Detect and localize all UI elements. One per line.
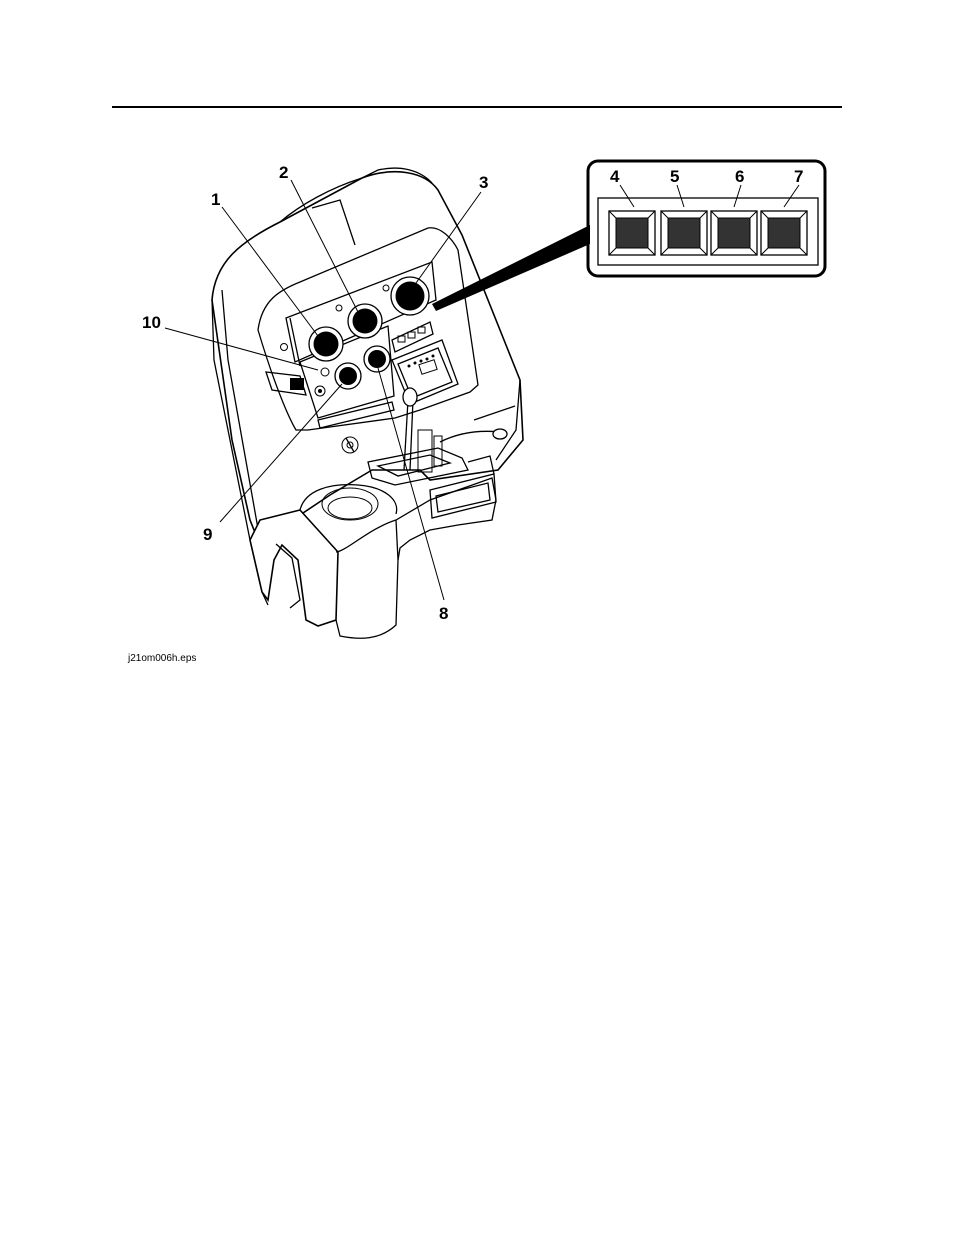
- switch-4-icon: [609, 211, 655, 255]
- callout-7: 7: [794, 167, 803, 186]
- switch-7-icon: [761, 211, 807, 255]
- callout-10: 10: [142, 313, 161, 332]
- callout-9: 9: [203, 525, 212, 544]
- control-console-illustration: 1 2 3 4 5 6 7 8 9 10: [0, 0, 954, 700]
- callout-5: 5: [670, 167, 679, 186]
- switch-5-icon: [661, 211, 707, 255]
- callout-3: 3: [479, 173, 488, 192]
- switch-6-icon: [711, 211, 757, 255]
- callout-8: 8: [439, 604, 448, 623]
- callout-1: 1: [211, 190, 220, 209]
- switch-panel-inset: [432, 161, 825, 311]
- callout-4: 4: [610, 167, 620, 186]
- callout-6: 6: [735, 167, 744, 186]
- callout-2: 2: [279, 163, 288, 182]
- figure-file-caption: j21om006h.eps: [128, 653, 196, 664]
- console-body: [212, 168, 523, 638]
